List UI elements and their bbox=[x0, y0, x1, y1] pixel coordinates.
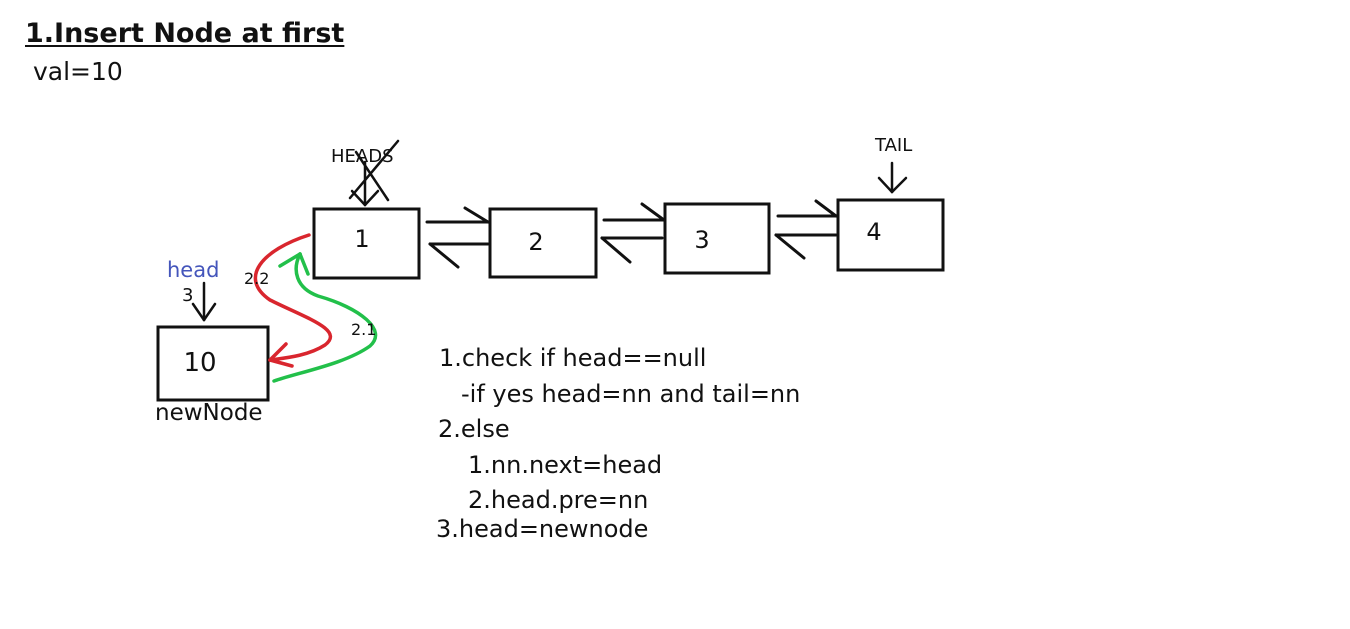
algorithm-step-1-sub: -if yes head=nn and tail=nn bbox=[461, 380, 801, 408]
new-node-caption: newNode bbox=[155, 400, 263, 426]
heads-label: HEADS bbox=[331, 146, 394, 167]
page-title: 1.Insert Node at first bbox=[25, 18, 345, 49]
node-4-label: 4 bbox=[866, 218, 881, 246]
link-2-3-next-arrow bbox=[602, 202, 666, 222]
head-step-label: 3 bbox=[182, 285, 193, 306]
algorithm-step-2-2: 2.head.pre=nn bbox=[468, 486, 649, 514]
node-2-box bbox=[488, 207, 598, 279]
link-2-1-prev-arrow bbox=[428, 242, 490, 269]
head-pointer-arrow bbox=[191, 281, 217, 322]
new-node-box bbox=[156, 325, 270, 402]
algorithm-step-3: 3.head=newnode bbox=[436, 515, 649, 543]
algorithm-step-1: 1.check if head==null bbox=[439, 344, 707, 372]
link-3-4-next-arrow bbox=[776, 199, 838, 218]
node-2-label: 2 bbox=[528, 228, 543, 256]
node-4-box bbox=[836, 198, 945, 272]
new-node-label: 10 bbox=[183, 348, 216, 378]
tail-pointer-arrow bbox=[877, 161, 908, 194]
tail-label: TAIL bbox=[874, 135, 912, 156]
value-text: val=10 bbox=[33, 57, 123, 86]
cross-out-icon bbox=[348, 139, 400, 202]
node-3-box bbox=[663, 202, 771, 275]
algorithm-step-2: 2.else bbox=[438, 415, 510, 443]
green-next-arrow bbox=[272, 252, 378, 383]
head-label: head bbox=[167, 258, 219, 282]
node-1-box bbox=[312, 207, 421, 280]
step-2-2-label: 2.2 bbox=[244, 269, 269, 288]
node-1-label: 1 bbox=[354, 225, 369, 253]
step-2-1-label: 2.1 bbox=[351, 320, 376, 339]
algorithm-step-2-1: 1.nn.next=head bbox=[468, 451, 663, 479]
node-3-label: 3 bbox=[694, 226, 709, 254]
red-prev-arrow bbox=[253, 233, 333, 368]
link-4-3-prev-arrow bbox=[774, 233, 838, 260]
link-3-2-prev-arrow bbox=[600, 236, 664, 264]
link-1-2-next-arrow bbox=[425, 206, 490, 224]
